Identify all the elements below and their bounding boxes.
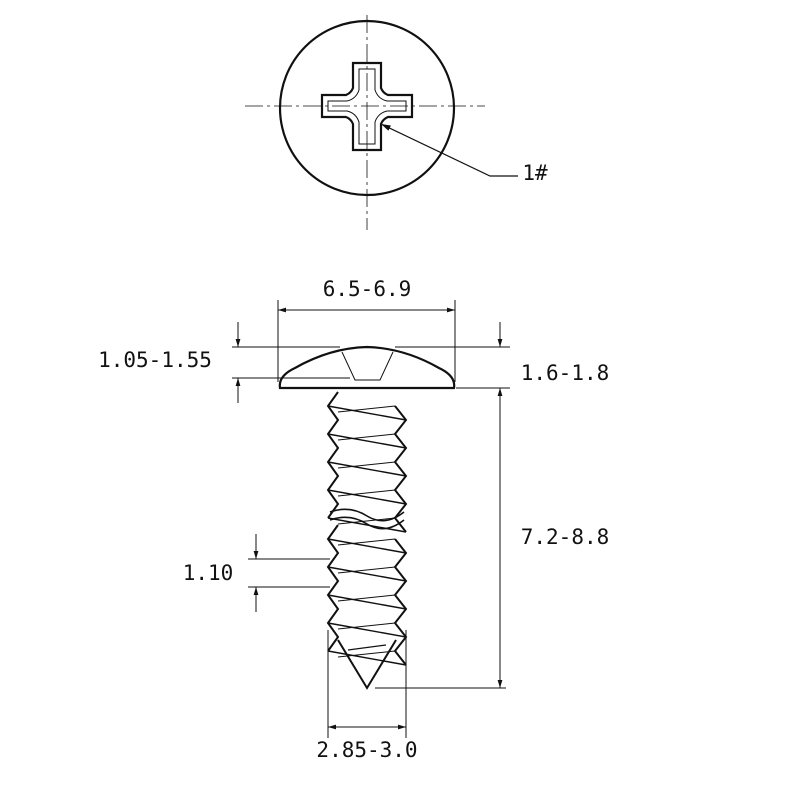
tip-thread [347,644,387,651]
thread-crest [327,461,407,477]
head-profile [278,345,456,390]
side-view [278,345,456,690]
break-line [329,516,405,530]
dim-head-diameter: 6.5-6.9 [322,277,412,301]
dim-thread-pitch: 1.10 [182,561,234,585]
recess-section [341,351,394,381]
thread-root [337,517,396,525]
thread-crest [327,594,407,610]
callout-label: 1# [522,161,548,185]
top-view [245,15,518,230]
phillips-recess-icon [320,61,414,152]
lower-thread-right-edge [393,538,408,666]
lower-thread-left-edge [326,524,340,652]
callout-leader [380,123,518,177]
threaded-shank [326,391,408,690]
thread-crest [327,538,407,554]
screw-tip [337,639,397,690]
thread-root [337,433,396,441]
thread-crest [327,622,407,638]
upper-thread-right-edge [393,405,408,533]
thread-crest [327,517,407,533]
thread-root [337,622,396,630]
upper-thread-left-edge [326,391,340,519]
thread-crest [327,433,407,449]
thread-root [337,489,396,497]
thread-crest [327,650,407,666]
thread-crest [327,566,407,582]
break-line [329,508,405,522]
thread-root [337,538,396,546]
thread-crest [327,405,407,421]
dimension-lines [232,300,510,738]
thread-root [337,594,396,602]
thread-root [337,566,396,574]
thread-root [337,461,396,469]
thread-root [337,405,396,413]
dim-head-height: 1.6-1.8 [520,361,610,385]
dim-recess-depth: 1.05-1.55 [98,348,212,372]
dim-length: 7.2-8.8 [520,525,610,549]
thread-crest [327,489,407,505]
dim-thread-diameter: 2.85-3.0 [316,738,418,762]
recess-inner [327,68,407,145]
